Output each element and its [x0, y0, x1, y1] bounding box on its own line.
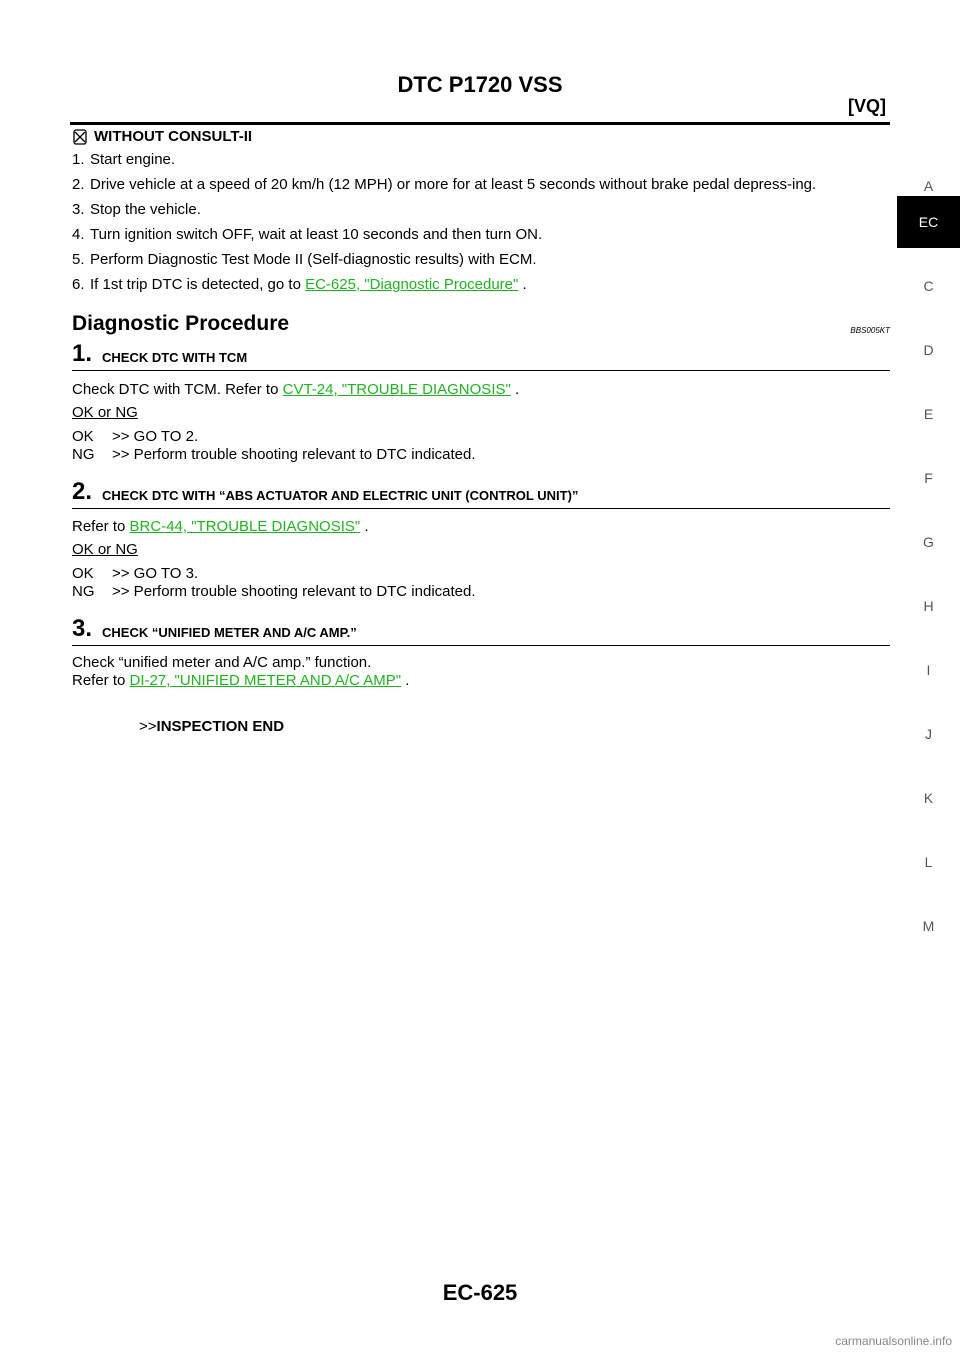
index-tab-c[interactable]: C	[923, 278, 934, 294]
index-tab-a[interactable]: A	[923, 178, 934, 194]
header-rule	[70, 122, 890, 125]
inspection-end: >>INSPECTION END	[139, 718, 285, 735]
check-1-heading: 1. CHECK DTC WITH TCM	[72, 340, 890, 371]
check-3-text-line2: Refer to DI-27, "UNIFIED METER AND A/C A…	[72, 672, 410, 689]
section-code: BBS005KT	[850, 326, 890, 335]
index-tab-e[interactable]: E	[923, 406, 934, 422]
ng-result: NG>> Perform trouble shooting relevant t…	[72, 583, 476, 600]
index-tab-k[interactable]: K	[923, 790, 934, 806]
index-tab-j[interactable]: J	[925, 726, 932, 742]
ok-result: OK>> GO TO 3.	[72, 565, 199, 582]
index-tab-g[interactable]: G	[923, 534, 934, 550]
no-consult-icon	[73, 128, 87, 145]
step-item: 4.Turn ignition switch OFF, wait at leas…	[72, 226, 543, 243]
step-item: 6.If 1st trip DTC is detected, go to EC-…	[72, 276, 527, 293]
without-consult-heading: WITHOUT CONSULT-II	[72, 128, 252, 145]
ok-or-ng-label: OK or NG	[72, 541, 138, 558]
section-title: Diagnostic Procedure	[72, 312, 290, 335]
index-tab-h[interactable]: H	[923, 598, 934, 614]
step-item: 3.Stop the vehicle.	[72, 201, 201, 218]
brc-44-link[interactable]: BRC-44, "TROUBLE DIAGNOSIS"	[129, 518, 361, 535]
index-tab-i[interactable]: I	[926, 662, 931, 678]
model-label: [VQ]	[848, 96, 886, 116]
check-2-text: Refer to BRC-44, "TROUBLE DIAGNOSIS" .	[72, 518, 369, 535]
page-number: EC-625	[442, 1280, 518, 1305]
index-tab-ec[interactable]: EC	[897, 196, 960, 248]
page-title: DTC P1720 VSS	[397, 72, 563, 97]
di-27-link[interactable]: DI-27, "UNIFIED METER AND A/C AMP"	[129, 672, 402, 689]
diagnostic-procedure-link[interactable]: EC-625, "Diagnostic Procedure"	[305, 276, 519, 293]
ok-result: OK>> GO TO 2.	[72, 428, 199, 445]
index-tab-l[interactable]: L	[924, 854, 933, 870]
check-3-heading: 3. CHECK “UNIFIED METER AND A/C AMP.”	[72, 615, 890, 646]
index-tab-f[interactable]: F	[924, 470, 933, 486]
footer-watermark: carmanualsonline.info	[835, 1334, 952, 1348]
check-2-heading: 2. CHECK DTC WITH “ABS ACTUATOR AND ELEC…	[72, 478, 890, 509]
cvt-24-link[interactable]: CVT-24, "TROUBLE DIAGNOSIS"	[282, 381, 511, 398]
without-consult-steps: 1.Start engine. 2.Drive vehicle at a spe…	[72, 150, 892, 300]
step-item: 2.Drive vehicle at a speed of 20 km/h (1…	[72, 176, 817, 193]
index-tab-d[interactable]: D	[923, 342, 934, 358]
check-3-text-line1: Check “unified meter and A/C amp.” funct…	[72, 654, 372, 671]
step-item: 1.Start engine.	[72, 151, 176, 168]
ng-result: NG>> Perform trouble shooting relevant t…	[72, 446, 476, 463]
step-item: 5.Perform Diagnostic Test Mode II (Self-…	[72, 251, 537, 268]
index-tab-m[interactable]: M	[922, 918, 935, 934]
ok-or-ng-label: OK or NG	[72, 404, 138, 421]
check-1-text: Check DTC with TCM. Refer to CVT-24, "TR…	[72, 381, 520, 398]
